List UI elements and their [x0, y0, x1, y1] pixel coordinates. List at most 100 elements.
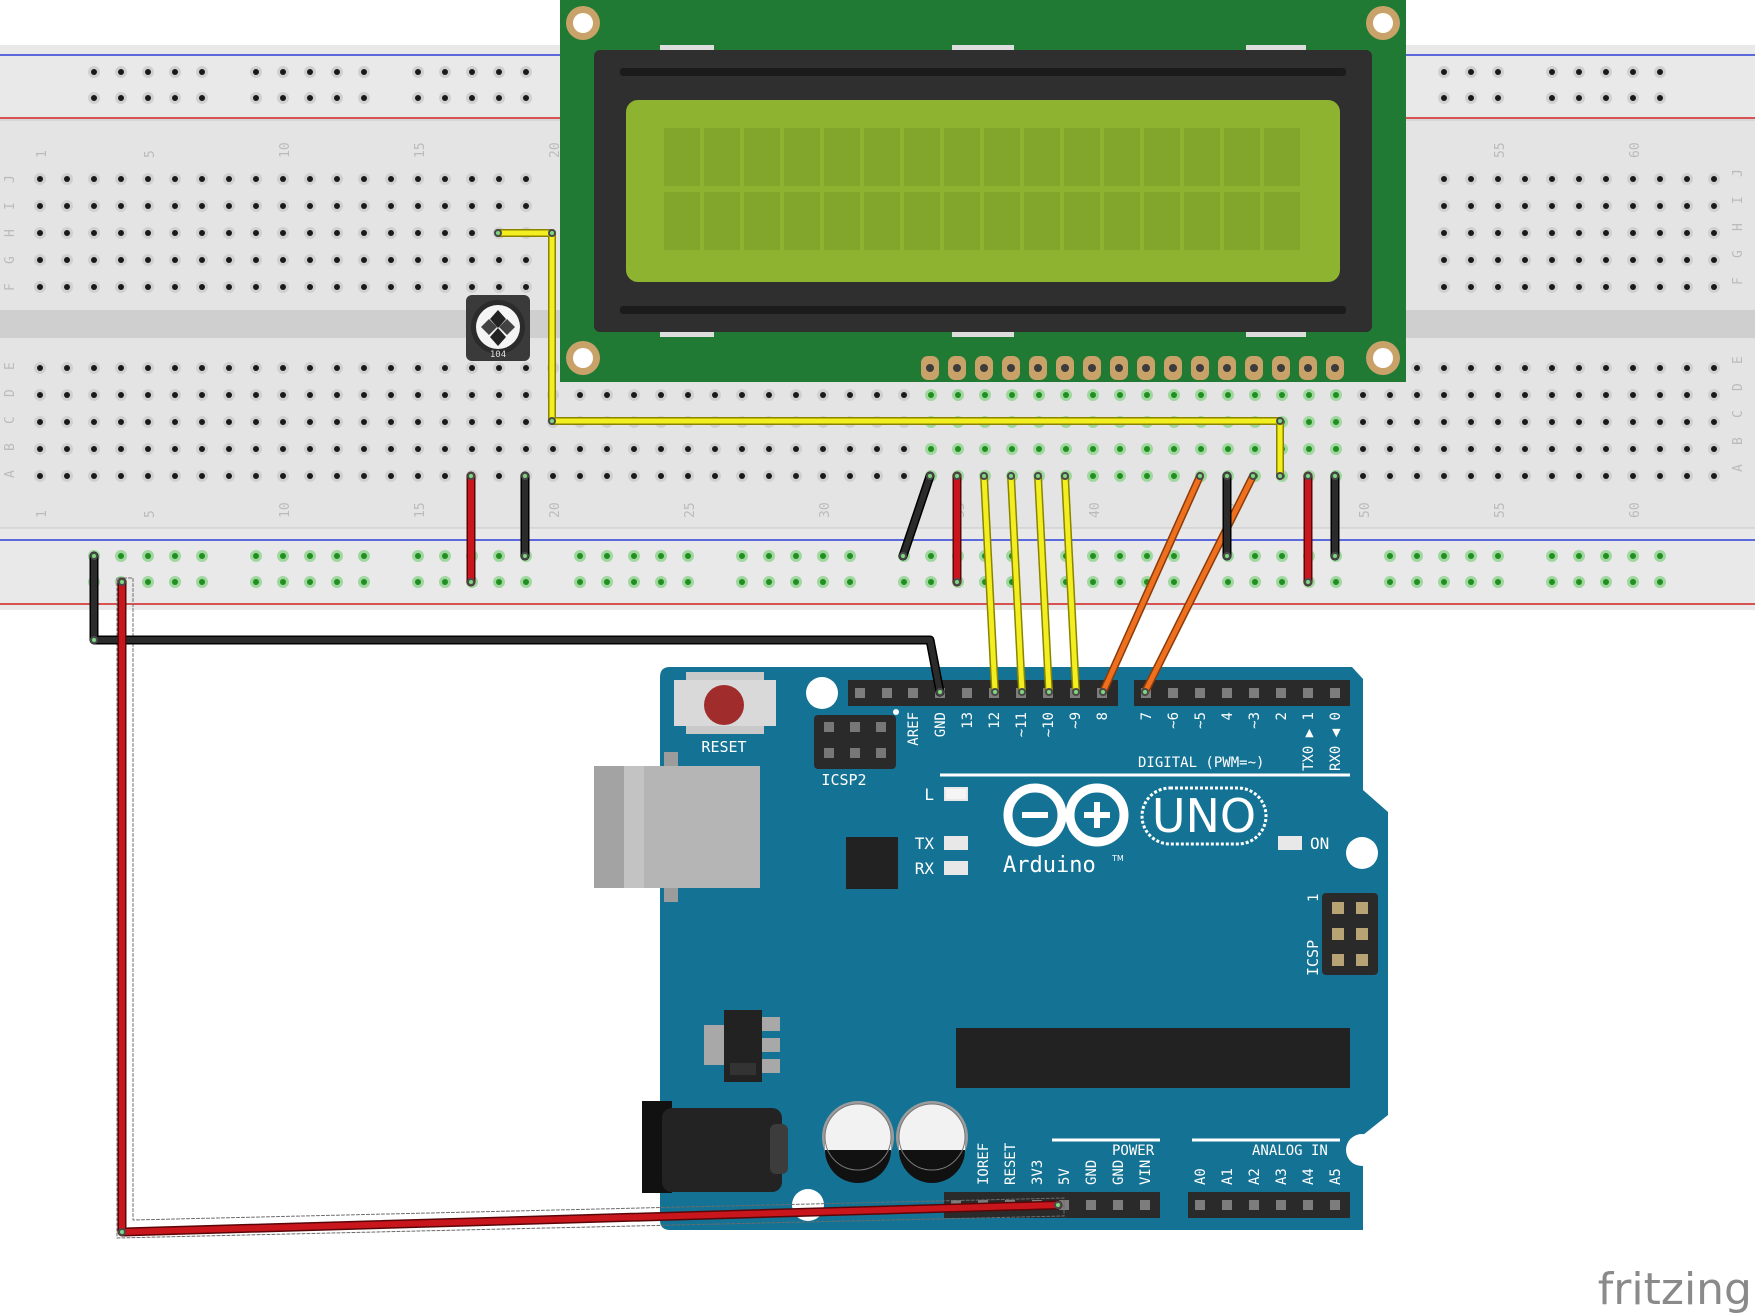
- breadboard-hole-center: [469, 230, 475, 236]
- breadboard-hole-center: [307, 365, 313, 371]
- breadboard-hole-center: [631, 446, 637, 452]
- row-letter-i-left: I: [3, 202, 18, 210]
- breadboard-hole-center: [712, 392, 718, 398]
- breadboard-hole-center: [64, 473, 70, 479]
- rail-hole-center: [1657, 553, 1663, 559]
- digital-pin-label: 8: [1095, 712, 1111, 720]
- breadboard-hole-center: [1387, 419, 1393, 425]
- breadboard-hole-center: [469, 392, 475, 398]
- wire-yellow-d12[interactable]: [981, 473, 998, 695]
- digital-header-pin[interactable]: [908, 688, 918, 698]
- breadboard-hole-center: [1414, 473, 1420, 479]
- digital-header-pin[interactable]: [1222, 688, 1232, 698]
- analog-header-pin[interactable]: [1330, 1200, 1340, 1210]
- wire-orange-d8[interactable]: [1100, 473, 1203, 695]
- breadboard-hole-center: [1198, 392, 1204, 398]
- lcd-character-cell: [984, 128, 1020, 186]
- digital-header-pin[interactable]: [882, 688, 892, 698]
- wire-black-lcd-vss[interactable]: [900, 473, 933, 559]
- breadboard-hole-center: [307, 203, 313, 209]
- rail-hole-center: [766, 553, 772, 559]
- reset-label: RESET: [701, 738, 746, 756]
- reset-button[interactable]: [674, 672, 776, 734]
- led-tx-indicator: [944, 836, 968, 850]
- wire-yellow-d10[interactable]: [1035, 473, 1052, 695]
- wire-end-highlight: [1056, 1203, 1060, 1207]
- analog-header-pin[interactable]: [1249, 1200, 1259, 1210]
- rail-hole-center: [307, 553, 313, 559]
- breadboard-hole-center: [1225, 392, 1231, 398]
- wire-yellow-d11[interactable]: [1008, 473, 1025, 695]
- power-header-pin[interactable]: [1140, 1200, 1150, 1210]
- digital-header-pin[interactable]: [1276, 688, 1286, 698]
- breadboard-hole-center: [1414, 365, 1420, 371]
- lcd-header-pins: [921, 356, 1344, 380]
- wire-end-highlight: [1047, 690, 1051, 694]
- breadboard-hole-center: [226, 446, 232, 452]
- row-letter-c-left: C: [3, 416, 18, 424]
- breadboard-hole-center: [37, 419, 43, 425]
- breadboard-hole-center: [361, 284, 367, 290]
- potentiometer[interactable]: 104: [466, 295, 530, 361]
- digital-header-pin[interactable]: [1330, 688, 1340, 698]
- breadboard-hole-center: [1171, 392, 1177, 398]
- digital-header-pin[interactable]: [962, 688, 972, 698]
- analog-header-pin[interactable]: [1195, 1200, 1205, 1210]
- lcd-pin-hole: [1034, 364, 1042, 372]
- breadboard-hole-center: [766, 392, 772, 398]
- wire-end-highlight: [1063, 474, 1067, 478]
- rail-hole-center: [361, 553, 367, 559]
- breadboard-hole-center: [145, 419, 151, 425]
- breadboard-hole-center: [1522, 419, 1528, 425]
- breadboard-hole-center: [1387, 392, 1393, 398]
- wire-black-arduino-gnd[interactable]: [91, 553, 943, 695]
- row-letter-h-right: H: [1731, 223, 1746, 231]
- lcd-character-cell: [1184, 128, 1220, 186]
- breadboard-hole-center: [388, 446, 394, 452]
- breadboard-hole-center: [523, 365, 529, 371]
- col-num-bottom-10: 10: [278, 502, 293, 518]
- breadboard-hole-center: [1360, 473, 1366, 479]
- rail-hole-center: [1441, 95, 1447, 101]
- analog-header-pin[interactable]: [1276, 1200, 1286, 1210]
- breadboard-hole-center: [253, 203, 259, 209]
- digital-header-pin[interactable]: [1303, 688, 1313, 698]
- breadboard-hole-center: [1468, 176, 1474, 182]
- reset-button-cap[interactable]: [704, 685, 744, 725]
- digital-header-pin[interactable]: [1249, 688, 1259, 698]
- analog-header-pin[interactable]: [1303, 1200, 1313, 1210]
- digital-header-pin[interactable]: [1195, 688, 1205, 698]
- wire-end-highlight: [496, 231, 500, 235]
- breadboard-hole-center: [37, 203, 43, 209]
- analog-header-pin[interactable]: [1222, 1200, 1232, 1210]
- wire-orange-d7[interactable]: [1142, 473, 1256, 695]
- rail-hole-center: [847, 579, 853, 585]
- analog-pin-label: A5: [1328, 1168, 1344, 1185]
- breadboard-hole-center: [1657, 419, 1663, 425]
- breadboard-hole-center: [145, 257, 151, 263]
- rail-hole-center: [253, 553, 259, 559]
- breadboard-hole-center: [1387, 446, 1393, 452]
- breadboard-hole-center: [1144, 392, 1150, 398]
- power-header-pin[interactable]: [1086, 1200, 1096, 1210]
- digital-header-pin[interactable]: [1168, 688, 1178, 698]
- breadboard-hole-center: [1603, 203, 1609, 209]
- lcd-character-cell: [864, 128, 900, 186]
- wire-end-highlight: [1278, 419, 1282, 423]
- breadboard-hole-center: [1522, 446, 1528, 452]
- breadboard-hole-center: [1360, 446, 1366, 452]
- digital-header-pin[interactable]: [855, 688, 865, 698]
- row-letter-b-left: B: [3, 443, 18, 451]
- breadboard-hole-center: [145, 230, 151, 236]
- breadboard-hole-center: [1495, 257, 1501, 263]
- breadboard-hole-center: [442, 446, 448, 452]
- breadboard-hole-center: [658, 473, 664, 479]
- breadboard-hole-center: [334, 176, 340, 182]
- wire-yellow-d9[interactable]: [1062, 473, 1079, 695]
- breadboard-hole-center: [793, 446, 799, 452]
- breadboard-hole-center: [496, 365, 502, 371]
- breadboard-hole-center: [685, 473, 691, 479]
- breadboard-hole-center: [1630, 257, 1636, 263]
- breadboard-hole-center: [91, 446, 97, 452]
- power-header-pin[interactable]: [1113, 1200, 1123, 1210]
